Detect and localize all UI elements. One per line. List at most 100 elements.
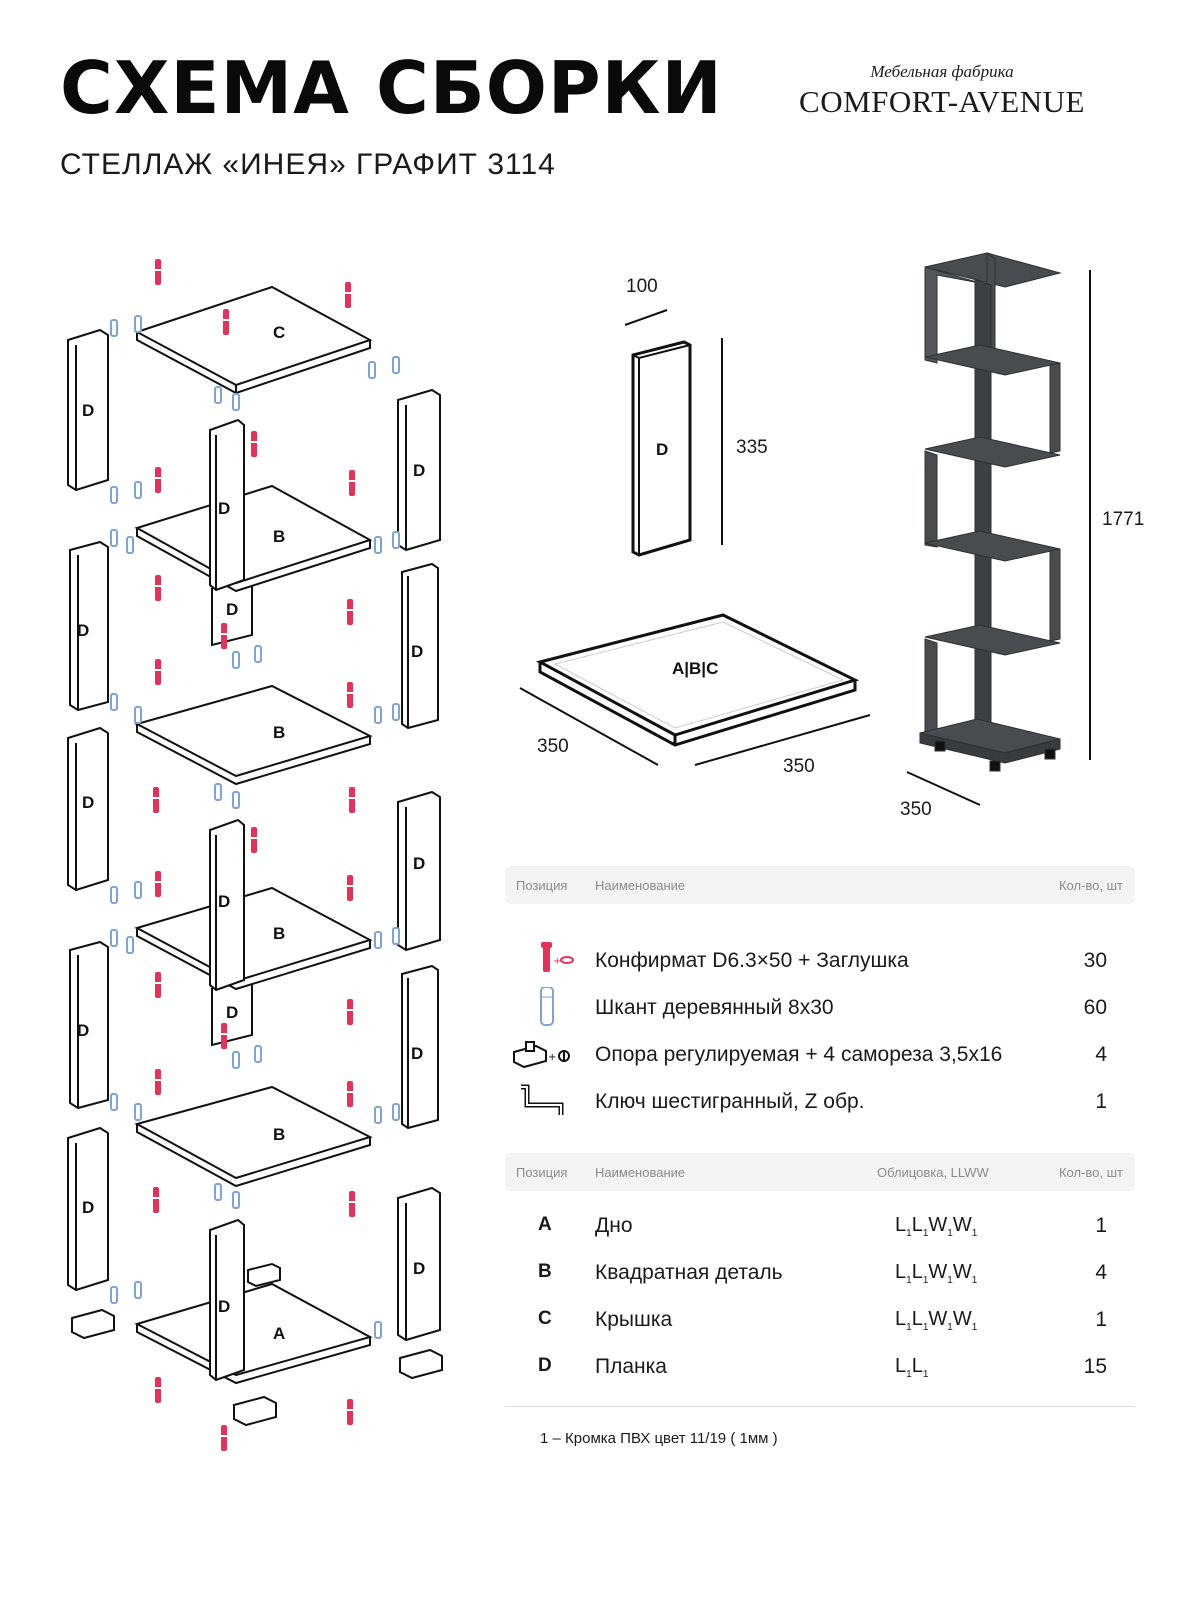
label-d-left-2: D (77, 621, 89, 640)
plank-d-middle-3 (209, 1218, 245, 1382)
hardware-row: + Конфирмат D6.3×50 + Заглушка 30 (505, 940, 1135, 980)
foot-4 (247, 1262, 281, 1288)
hardware-name: Конфирмат D6.3×50 + Заглушка (595, 949, 909, 972)
label-b-2: B (273, 723, 285, 742)
label-d-right-4: D (411, 1044, 423, 1063)
assembly-diagram: C B B B B A D D D D D D D D D D D D D D … (67, 259, 443, 1451)
label-d-middle-3: D (218, 1297, 230, 1316)
hardware-name: Опора регулируемая + 4 самореза 3,5х16 (595, 1043, 1003, 1066)
plank-label: D (656, 440, 668, 459)
label-b-3: B (273, 924, 285, 943)
total-depth-dim: 350 (900, 799, 932, 820)
label-b-4: B (273, 1125, 285, 1144)
header-qty: Кол-во, шт (1058, 878, 1123, 893)
part-name: Крышка (595, 1308, 673, 1331)
part-name: Планка (595, 1355, 667, 1378)
label-d-left-1: D (82, 401, 94, 420)
foot-2 (399, 1348, 443, 1380)
label-d-right-3: D (413, 854, 425, 873)
part-position: B (538, 1261, 552, 1282)
table-divider (505, 1406, 1135, 1407)
shelf-b-3 (134, 886, 373, 991)
label-d-middle-2: D (218, 892, 230, 911)
brand-tagline: Мебельная фабрика (870, 62, 1014, 81)
part-row: D Планка L1L1 15 (505, 1346, 1135, 1386)
header-edging: Облицовка, LLWW (877, 1165, 989, 1180)
part-edging: L1L1W1W1 (895, 1214, 978, 1239)
plank-d-left-2 (69, 540, 109, 712)
page-title: СХЕМА СБОРКИ (60, 46, 723, 130)
plank-d-left-5 (67, 1126, 109, 1292)
assembled-shelf-figure: 1771 350 (900, 252, 1144, 820)
hardware-row: Ключ шестигранный, Z обр. 1 (505, 1081, 1135, 1121)
footnote: 1 – Кромка ПВХ цвет 11/19 ( 1мм ) (540, 1430, 778, 1447)
plank-d-left-3 (67, 726, 109, 892)
part-qty: 1 (1095, 1308, 1107, 1331)
part-name: Дно (595, 1214, 633, 1237)
plank-d-right-4 (401, 964, 439, 1130)
label-c: C (273, 323, 285, 342)
wooden-dowel-icon (540, 987, 554, 1026)
shelf-b-4 (134, 1085, 373, 1188)
hardware-name: Шкант деревянный 8x30 (595, 996, 834, 1019)
part-qty: 15 (1083, 1355, 1107, 1378)
shelf-b-2 (134, 684, 373, 786)
header-name: Наименование (595, 878, 686, 893)
part-position: C (538, 1308, 552, 1329)
plank-d-right-1 (397, 388, 441, 552)
plank-d-right-5 (397, 1186, 441, 1342)
total-height-dim: 1771 (1102, 509, 1144, 530)
panel-width-dim: 350 (783, 756, 815, 777)
part-row: C Крышка L1L1W1W1 1 (505, 1299, 1135, 1339)
part-edging: L1L1W1W1 (895, 1308, 978, 1333)
plank-dimension-figure: 100 D 335 (624, 276, 768, 557)
svg-text:+: + (548, 1052, 556, 1063)
label-b-1: B (273, 527, 285, 546)
part-position: A (538, 1214, 552, 1235)
plank-height-dim: 335 (736, 437, 768, 458)
header-name: Наименование (595, 1165, 686, 1180)
hardware-table-header: Позиция Наименование Кол-во, шт (505, 866, 1135, 904)
part-position: D (538, 1355, 552, 1376)
plank-d-middle-2 (209, 818, 253, 1047)
parts-table-header: Позиция Наименование Облицовка, LLWW Кол… (505, 1153, 1135, 1191)
plank-d-left-1 (67, 328, 109, 492)
label-a: A (273, 1324, 285, 1343)
part-edging: L1L1 (895, 1355, 929, 1380)
hardware-qty: 60 (1083, 996, 1107, 1019)
hardware-row: + Опора регулируемая + 4 самореза 3,5х16… (505, 1034, 1135, 1074)
label-d-right-2: D (411, 642, 423, 661)
adjustable-foot-icon: + (513, 1041, 570, 1069)
part-qty: 4 (1095, 1261, 1107, 1284)
panel-depth-dim: 350 (537, 736, 569, 757)
part-row: B Квадратная деталь L1L1W1W1 4 (505, 1252, 1135, 1292)
foot-3 (233, 1395, 277, 1427)
label-d-left-4: D (77, 1021, 89, 1040)
label-d-right-5: D (413, 1259, 425, 1278)
panel-dimension-figure: A|B|C 350 350 (519, 613, 871, 777)
part-name: Квадратная деталь (595, 1261, 783, 1284)
header-position: Позиция (516, 1165, 568, 1180)
svg-text:+: + (553, 956, 561, 967)
panel-c (134, 285, 373, 395)
shelf-b-1 (134, 484, 373, 593)
foot-1 (71, 1308, 115, 1340)
label-d-middle-1: D (218, 499, 230, 518)
plank-d-right-3 (397, 790, 441, 952)
header-position: Позиция (516, 878, 568, 893)
hardware-qty: 30 (1083, 949, 1107, 972)
hardware-qty: 1 (1095, 1090, 1107, 1113)
part-row: A Дно L1L1W1W1 1 (505, 1205, 1135, 1245)
confirmat-screw-icon: + (541, 942, 574, 972)
hardware-qty: 4 (1095, 1043, 1107, 1066)
plank-d-right-2 (401, 562, 439, 730)
hex-key-icon (521, 1084, 564, 1115)
hardware-name: Ключ шестигранный, Z обр. (595, 1090, 865, 1113)
hardware-row: Шкант деревянный 8x30 60 (505, 987, 1135, 1027)
brand-logo: Мебельная фабрика COMFORT-AVENUE (782, 62, 1102, 120)
label-d-left-5: D (82, 1198, 94, 1217)
plank-thickness-dim: 100 (626, 276, 658, 297)
page-subtitle: СТЕЛЛАЖ «ИНЕЯ» ГРАФИТ 3114 (60, 148, 556, 181)
header-qty: Кол-во, шт (1058, 1165, 1123, 1180)
label-d-left-3: D (82, 793, 94, 812)
